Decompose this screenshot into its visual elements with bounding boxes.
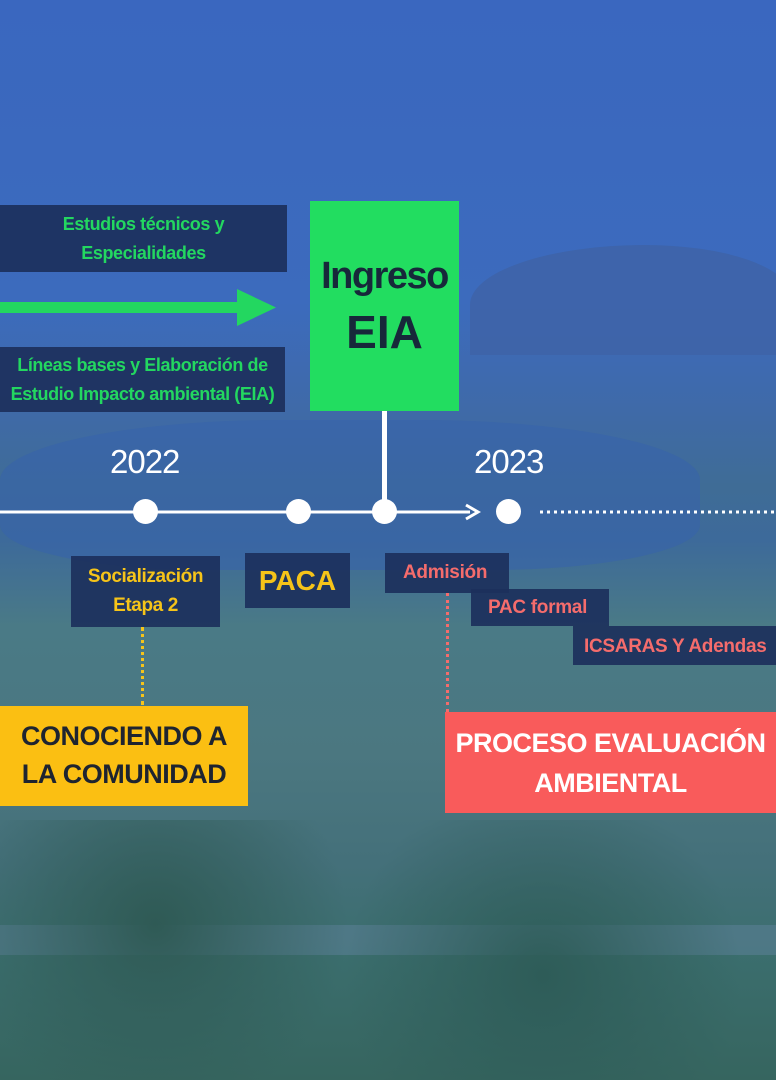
background-lake (0, 420, 700, 570)
comunidad-line1: CONOCIENDO A (20, 721, 228, 751)
studies-box: Estudios técnicos y Especialidades (0, 205, 287, 272)
arrow-shaft (0, 302, 240, 313)
timeline-dot (372, 499, 397, 524)
socializacion-box: Socialización Etapa 2 (71, 556, 220, 627)
timeline-dot (133, 499, 158, 524)
paca-box: PACA (245, 553, 350, 608)
baseline-line1: Líneas bases y Elaboración de (17, 355, 268, 375)
socializacion-line2: Etapa 2 (113, 595, 178, 616)
pac-formal-box: PAC formal (471, 589, 609, 626)
background-trees (0, 820, 776, 1080)
ingreso-label: Ingreso (321, 255, 449, 297)
year-2023: 2023 (474, 443, 544, 480)
admision-box: Admisión (385, 553, 509, 593)
proceso-evaluacion-box: PROCESO EVALUACIÓN AMBIENTAL (445, 712, 776, 813)
comunidad-line2: LA COMUNIDAD (21, 759, 227, 789)
progress-arrow-icon (0, 289, 276, 326)
socializacion-connector (141, 627, 144, 705)
icsaras-box: ICSARAS Y Adendas (573, 626, 776, 665)
eia-label: EIA (346, 306, 423, 358)
baseline-box: Líneas bases y Elaboración de Estudio Im… (0, 347, 285, 412)
evaluacion-line2: AMBIENTAL (534, 768, 687, 798)
socializacion-line1: Socialización (87, 566, 204, 587)
milestone-connector (382, 411, 387, 511)
studies-line2: Especialidades (81, 243, 206, 263)
timeline-arrowhead (465, 503, 481, 521)
evaluacion-line1: PROCESO EVALUACIÓN (455, 728, 766, 758)
conociendo-comunidad-box: CONOCIENDO A LA COMUNIDAD (0, 706, 248, 806)
baseline-line2: Estudio Impacto ambiental (EIA) (10, 384, 275, 404)
ingreso-eia-box: Ingreso EIA (310, 201, 459, 411)
arrow-head (237, 289, 276, 326)
year-2022: 2022 (110, 443, 180, 480)
studies-line1: Estudios técnicos y (62, 214, 225, 234)
background-mountain (470, 245, 776, 355)
admision-connector (446, 593, 449, 712)
timeline-dot (496, 499, 521, 524)
timeline-dot (286, 499, 311, 524)
